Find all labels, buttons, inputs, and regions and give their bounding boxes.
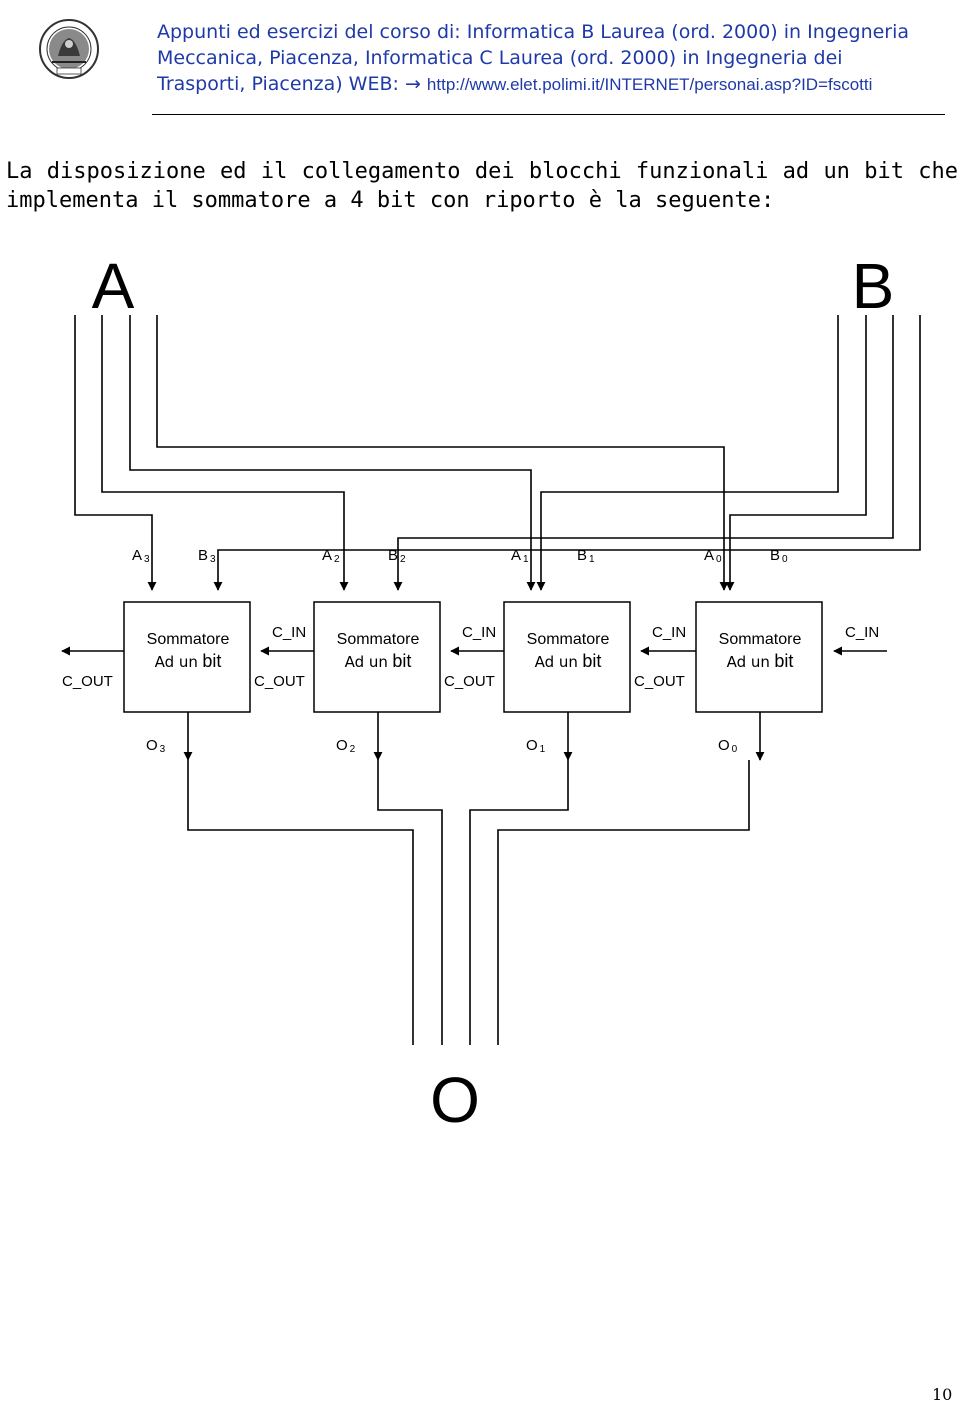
web-url-link[interactable]: http://www.elet.polimi.it/INTERNET/perso… <box>426 75 873 94</box>
adder-subtitle: Ad un bit <box>345 651 412 671</box>
carry-out-label: C_OUT <box>444 673 495 690</box>
adder-title: Sommatore <box>719 631 802 648</box>
bus-o-label: O <box>430 1064 480 1136</box>
bus-o-wire-2 <box>377 760 443 1045</box>
wire-a2 <box>101 315 349 591</box>
wire-b2 <box>393 315 894 591</box>
bus-o-wire-0 <box>497 760 750 1045</box>
adder-box <box>313 601 441 713</box>
page-number: 10 <box>932 1385 953 1404</box>
wire-a0 <box>156 315 729 591</box>
header-line-3: Trasporti, Piacenza) WEB: → http://www.e… <box>157 71 957 98</box>
carry-in-label-2: C_IN <box>462 624 496 641</box>
wire-a3 <box>74 315 157 591</box>
adder-title: Sommatore <box>337 631 420 648</box>
wire-a1 <box>129 315 536 591</box>
adder-box <box>695 601 823 713</box>
course-header-text: Appunti ed esercizi del corso di: Inform… <box>157 19 957 98</box>
adder-title: Sommatore <box>527 631 610 648</box>
adder-box <box>123 601 251 713</box>
page-header: Appunti ed esercizi del corso di: Inform… <box>0 0 960 118</box>
carry-in-label-1: C_IN <box>652 624 686 641</box>
header-line-3-prefix: Trasporti, Piacenza) WEB: <box>157 73 405 95</box>
carry-in-label-0: C_IN <box>845 624 879 641</box>
carry-out-label: C_OUT <box>634 673 685 690</box>
university-seal-logo <box>39 19 99 79</box>
bus-b-label: B <box>852 250 895 322</box>
intro-paragraph: La disposizione ed il collegamento dei b… <box>6 159 958 213</box>
output-wires <box>183 712 765 1045</box>
bus-o-wire-3 <box>187 760 414 1045</box>
carry-out-label: C_OUT <box>62 673 113 690</box>
wire-b3 <box>213 315 921 591</box>
adder-subtitle: Ad un bit <box>727 651 794 671</box>
right-arrow-icon: → <box>404 73 421 95</box>
adder-box <box>503 601 631 713</box>
carry-out-label: C_OUT <box>254 673 305 690</box>
bus-a-wires <box>74 315 729 591</box>
adder-subtitle: Ad un bit <box>535 651 602 671</box>
adder-title: Sommatore <box>147 631 230 648</box>
adder-subtitle: Ad un bit <box>155 651 222 671</box>
wire-b0 <box>725 315 867 591</box>
wire-b1 <box>536 315 839 591</box>
bus-a-label: A <box>92 250 135 322</box>
bus-o-wire-1 <box>469 760 569 1045</box>
header-divider <box>152 114 945 115</box>
header-line-1: Appunti ed esercizi del corso di: Inform… <box>157 21 910 43</box>
bus-b-wires <box>213 315 921 591</box>
carry-in-label-3: C_IN <box>272 624 306 641</box>
header-line-2: Meccanica, Piacenza, Informatica C Laure… <box>157 47 843 69</box>
